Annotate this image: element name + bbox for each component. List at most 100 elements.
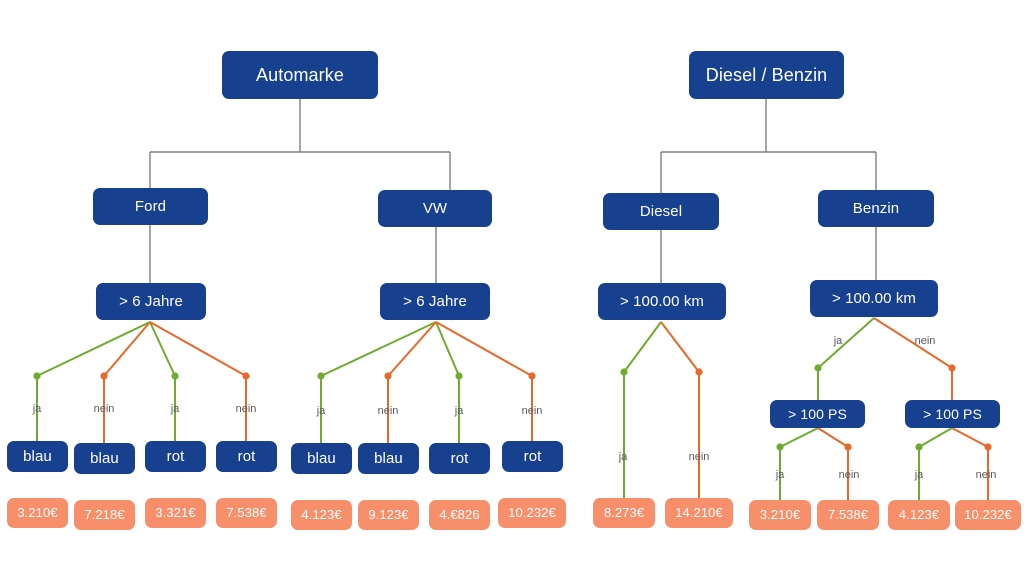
- tree-edge: [435, 321, 460, 443]
- tree-decision-node[interactable]: > 100.00 km: [598, 283, 726, 320]
- node-label: blau: [374, 449, 403, 467]
- node-label: > 100.00 km: [831, 289, 917, 307]
- edge-junction-dot: [455, 372, 463, 380]
- node-label: > 100 PS: [923, 405, 982, 422]
- node-label: 10.232€: [508, 505, 556, 520]
- node-label: 4.123€: [898, 507, 940, 522]
- tree-class-node[interactable]: rot: [216, 441, 277, 472]
- tree-class-node[interactable]: rot: [429, 443, 490, 474]
- edge-junction-dot: [171, 372, 179, 380]
- edge-junction-dot: [844, 443, 852, 451]
- node-label: 8.273€: [603, 505, 645, 520]
- tree-edge: [951, 427, 989, 500]
- edge-condition-label: nein: [975, 469, 997, 481]
- node-label: 7.538€: [226, 505, 267, 520]
- edge-junction-dot: [948, 364, 956, 372]
- edge-junction-dot: [776, 443, 784, 451]
- tree-edge: [149, 321, 176, 441]
- edge-junction-dot: [695, 368, 703, 376]
- tree-value-node[interactable]: 4.€826: [429, 500, 490, 530]
- tree-value-node[interactable]: 10.232€: [498, 498, 566, 528]
- edge-junction-dot: [984, 443, 992, 451]
- edge-junction-dot: [384, 372, 392, 380]
- tree-edge: [320, 321, 437, 443]
- edge-condition-label: ja: [454, 405, 464, 417]
- tree-value-node[interactable]: 3.210€: [7, 498, 68, 528]
- node-label: Benzin: [852, 199, 900, 217]
- tree-decision-node[interactable]: VW: [378, 190, 492, 227]
- tree-value-node[interactable]: 3.210€: [749, 500, 811, 530]
- tree-value-node[interactable]: 7.218€: [74, 500, 135, 530]
- node-label: blau: [23, 447, 52, 465]
- node-label: Automarke: [256, 64, 344, 85]
- node-label: Ford: [134, 197, 167, 215]
- node-label: rot: [166, 447, 185, 465]
- tree-edge: [623, 321, 662, 498]
- tree-value-node[interactable]: 3.321€: [145, 498, 206, 528]
- node-label: blau: [90, 449, 119, 467]
- node-label: rot: [523, 447, 542, 465]
- edge-condition-label: nein: [838, 469, 860, 481]
- node-label: VW: [422, 199, 448, 217]
- tree-value-node[interactable]: 4.123€: [888, 500, 950, 530]
- tree-class-node[interactable]: blau: [291, 443, 352, 474]
- tree-edge: [387, 321, 437, 443]
- edge-condition-label: ja: [316, 405, 326, 417]
- node-label: Diesel: [639, 202, 683, 220]
- tree-decision-node[interactable]: Automarke: [222, 51, 378, 99]
- node-label: 7.538€: [827, 507, 869, 522]
- tree-decision-node[interactable]: > 100 PS: [770, 400, 865, 428]
- tree-class-node[interactable]: blau: [7, 441, 68, 472]
- tree-value-node[interactable]: 7.538€: [817, 500, 879, 530]
- tree-edge: [918, 427, 953, 500]
- node-label: 3.210€: [17, 505, 58, 520]
- tree-decision-node[interactable]: > 6 Jahre: [380, 283, 490, 320]
- edge-condition-label: ja: [914, 469, 924, 481]
- node-label: blau: [307, 449, 336, 467]
- tree-value-node[interactable]: 9.123€: [358, 500, 419, 530]
- node-label: Diesel / Benzin: [705, 64, 828, 85]
- tree-decision-node[interactable]: Ford: [93, 188, 208, 225]
- tree-edge: [660, 321, 700, 498]
- tree-value-node[interactable]: 4.123€: [291, 500, 352, 530]
- tree-value-node[interactable]: 14.210€: [665, 498, 733, 528]
- tree-decision-node[interactable]: Benzin: [818, 190, 934, 227]
- edge-junction-dot: [620, 368, 628, 376]
- tree-decision-node[interactable]: > 100.00 km: [810, 280, 938, 317]
- tree-edge: [36, 321, 151, 441]
- edge-condition-label: ja: [170, 403, 180, 415]
- tree-value-node[interactable]: 7.538€: [216, 498, 277, 528]
- node-label: > 6 Jahre: [403, 292, 467, 310]
- node-label: 7.218€: [84, 507, 125, 522]
- tree-decision-node[interactable]: Diesel / Benzin: [689, 51, 844, 99]
- node-label: 3.321€: [155, 505, 196, 520]
- tree-edge: [873, 317, 953, 400]
- tree-edge: [779, 427, 819, 500]
- edge-condition-label: nein: [521, 405, 543, 417]
- edge-junction-dot: [242, 372, 250, 380]
- edge-condition-label: nein: [914, 335, 936, 347]
- node-label: 3.210€: [759, 507, 801, 522]
- tree-value-node[interactable]: 8.273€: [593, 498, 655, 528]
- tree-class-node[interactable]: blau: [358, 443, 419, 474]
- edge-condition-label: ja: [32, 403, 42, 415]
- tree-edge: [817, 317, 875, 400]
- node-label: 14.210€: [675, 505, 723, 520]
- node-label: 9.123€: [368, 507, 409, 522]
- tree-class-node[interactable]: blau: [74, 443, 135, 474]
- tree-decision-node[interactable]: > 100 PS: [905, 400, 1000, 428]
- tree-class-node[interactable]: rot: [502, 441, 563, 472]
- tree-class-node[interactable]: rot: [145, 441, 206, 472]
- tree-decision-node[interactable]: Diesel: [603, 193, 719, 230]
- tree-value-node[interactable]: 10.232€: [955, 500, 1021, 530]
- tree-edge: [817, 427, 849, 500]
- edge-junction-dot: [317, 372, 325, 380]
- node-label: rot: [237, 447, 256, 465]
- edge-condition-label: nein: [377, 405, 399, 417]
- edge-condition-label: ja: [833, 335, 843, 347]
- tree-edge: [103, 321, 151, 443]
- edge-junction-dot: [100, 372, 108, 380]
- edge-condition-label: ja: [775, 469, 785, 481]
- tree-edge: [149, 321, 247, 441]
- tree-decision-node[interactable]: > 6 Jahre: [96, 283, 206, 320]
